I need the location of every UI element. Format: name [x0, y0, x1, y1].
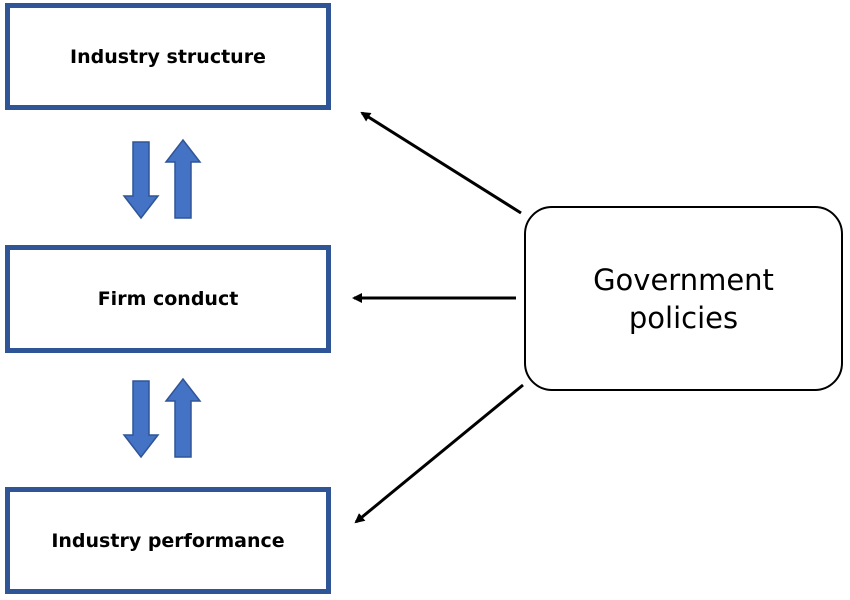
industry-performance-label: Industry performance: [51, 529, 285, 552]
up-arrow-conduct-to-structure: [164, 138, 202, 219]
government-policies-box: Government policies: [524, 206, 843, 391]
industry-structure-box: Industry structure: [5, 3, 331, 110]
arrow-government-to-structure: [360, 111, 522, 215]
arrow-government-to-performance: [354, 383, 524, 524]
government-policies-label: Government policies: [593, 262, 774, 335]
down-arrow-structure-to-conduct: [122, 141, 160, 220]
firm-conduct-box: Firm conduct: [5, 245, 331, 353]
up-arrow-performance-to-conduct: [164, 377, 202, 458]
industry-structure-label: Industry structure: [70, 45, 266, 68]
firm-conduct-label: Firm conduct: [97, 288, 239, 310]
down-arrow-conduct-to-performance: [122, 380, 160, 459]
industry-performance-box: Industry performance: [5, 487, 331, 594]
